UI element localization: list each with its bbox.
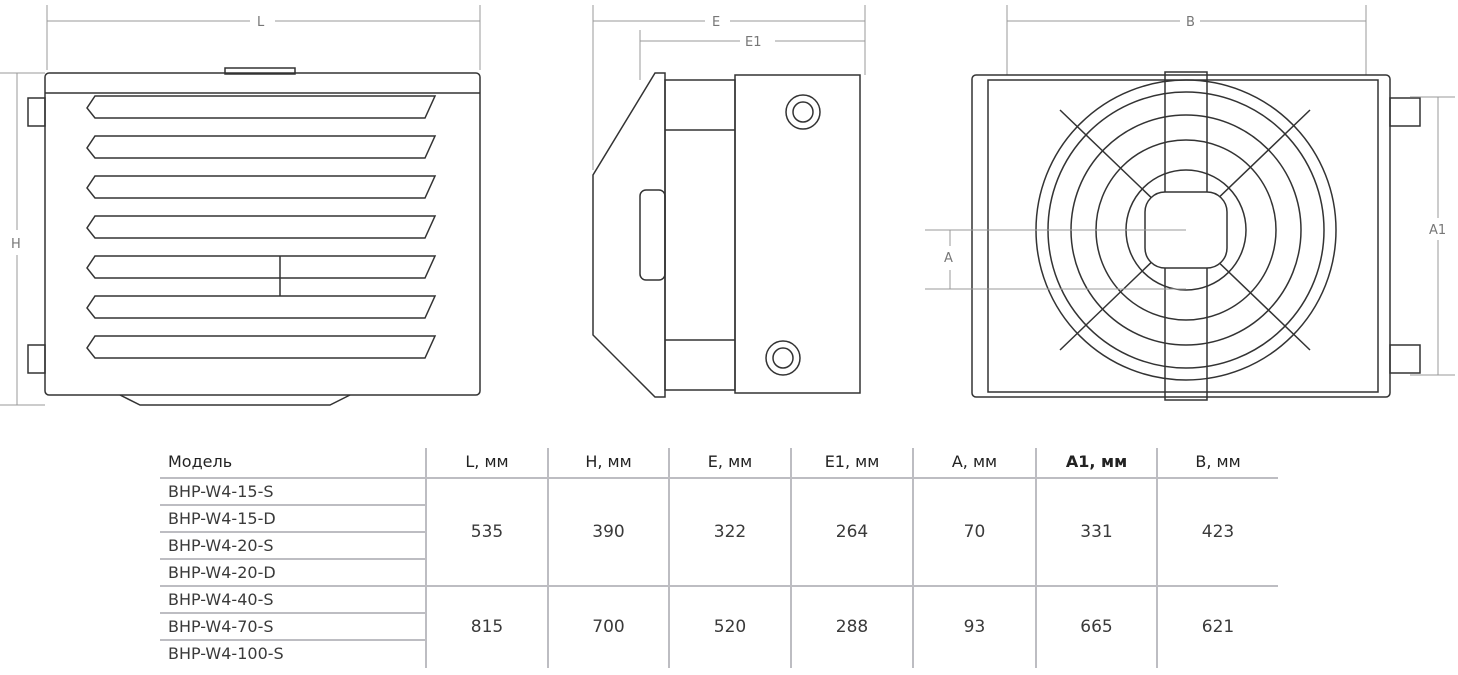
side-view: E E1 [592, 5, 866, 398]
header-a: A, мм [951, 452, 998, 471]
dimension-h-label: H [11, 237, 21, 252]
value-a: 93 [963, 617, 986, 637]
dimension-e-label: E [712, 15, 720, 30]
header-a1: A1, мм [1065, 452, 1128, 471]
technical-drawings: L H E E1 [0, 5, 1455, 406]
model-name: BHP-W4-15-S [168, 482, 274, 501]
header-model: Модель [168, 452, 233, 471]
value-e1: 264 [835, 522, 869, 542]
value-e: 520 [713, 617, 747, 637]
model-name: BHP-W4-100-S [168, 644, 284, 663]
value-b: 621 [1201, 617, 1235, 637]
value-l: 815 [470, 617, 504, 637]
dimension-a-label: A [944, 251, 953, 266]
dimension-b-label: B [1186, 15, 1195, 30]
value-b: 423 [1201, 522, 1235, 542]
value-l: 535 [470, 522, 504, 542]
value-h: 390 [592, 522, 625, 542]
value-a: 70 [963, 522, 986, 542]
model-name: BHP-W4-20-S [168, 536, 274, 555]
model-name: BHP-W4-15-D [168, 509, 276, 528]
value-a1: 665 [1080, 617, 1113, 637]
dimensions-table: Модель L, мм H, мм E, мм E1, мм A, мм A1… [160, 448, 1278, 668]
value-e: 322 [713, 522, 747, 542]
model-name: BHP-W4-70-S [168, 617, 274, 636]
header-h: H, мм [585, 452, 632, 471]
front-view: L H [0, 5, 481, 406]
value-e1: 288 [835, 617, 869, 637]
header-l: L, мм [465, 452, 509, 471]
value-a1: 331 [1080, 522, 1113, 542]
dimension-a1-label: A1 [1429, 223, 1446, 238]
header-b: B, мм [1195, 452, 1241, 471]
dimension-l-label: L [257, 15, 265, 30]
dimension-e1-label: E1 [745, 35, 762, 50]
model-name: BHP-W4-40-S [168, 590, 274, 609]
value-h: 700 [592, 617, 625, 637]
model-name: BHP-W4-20-D [168, 563, 276, 582]
header-e1: E1, мм [824, 452, 880, 471]
header-e: E, мм [707, 452, 753, 471]
back-view: B A A1 [925, 5, 1455, 401]
